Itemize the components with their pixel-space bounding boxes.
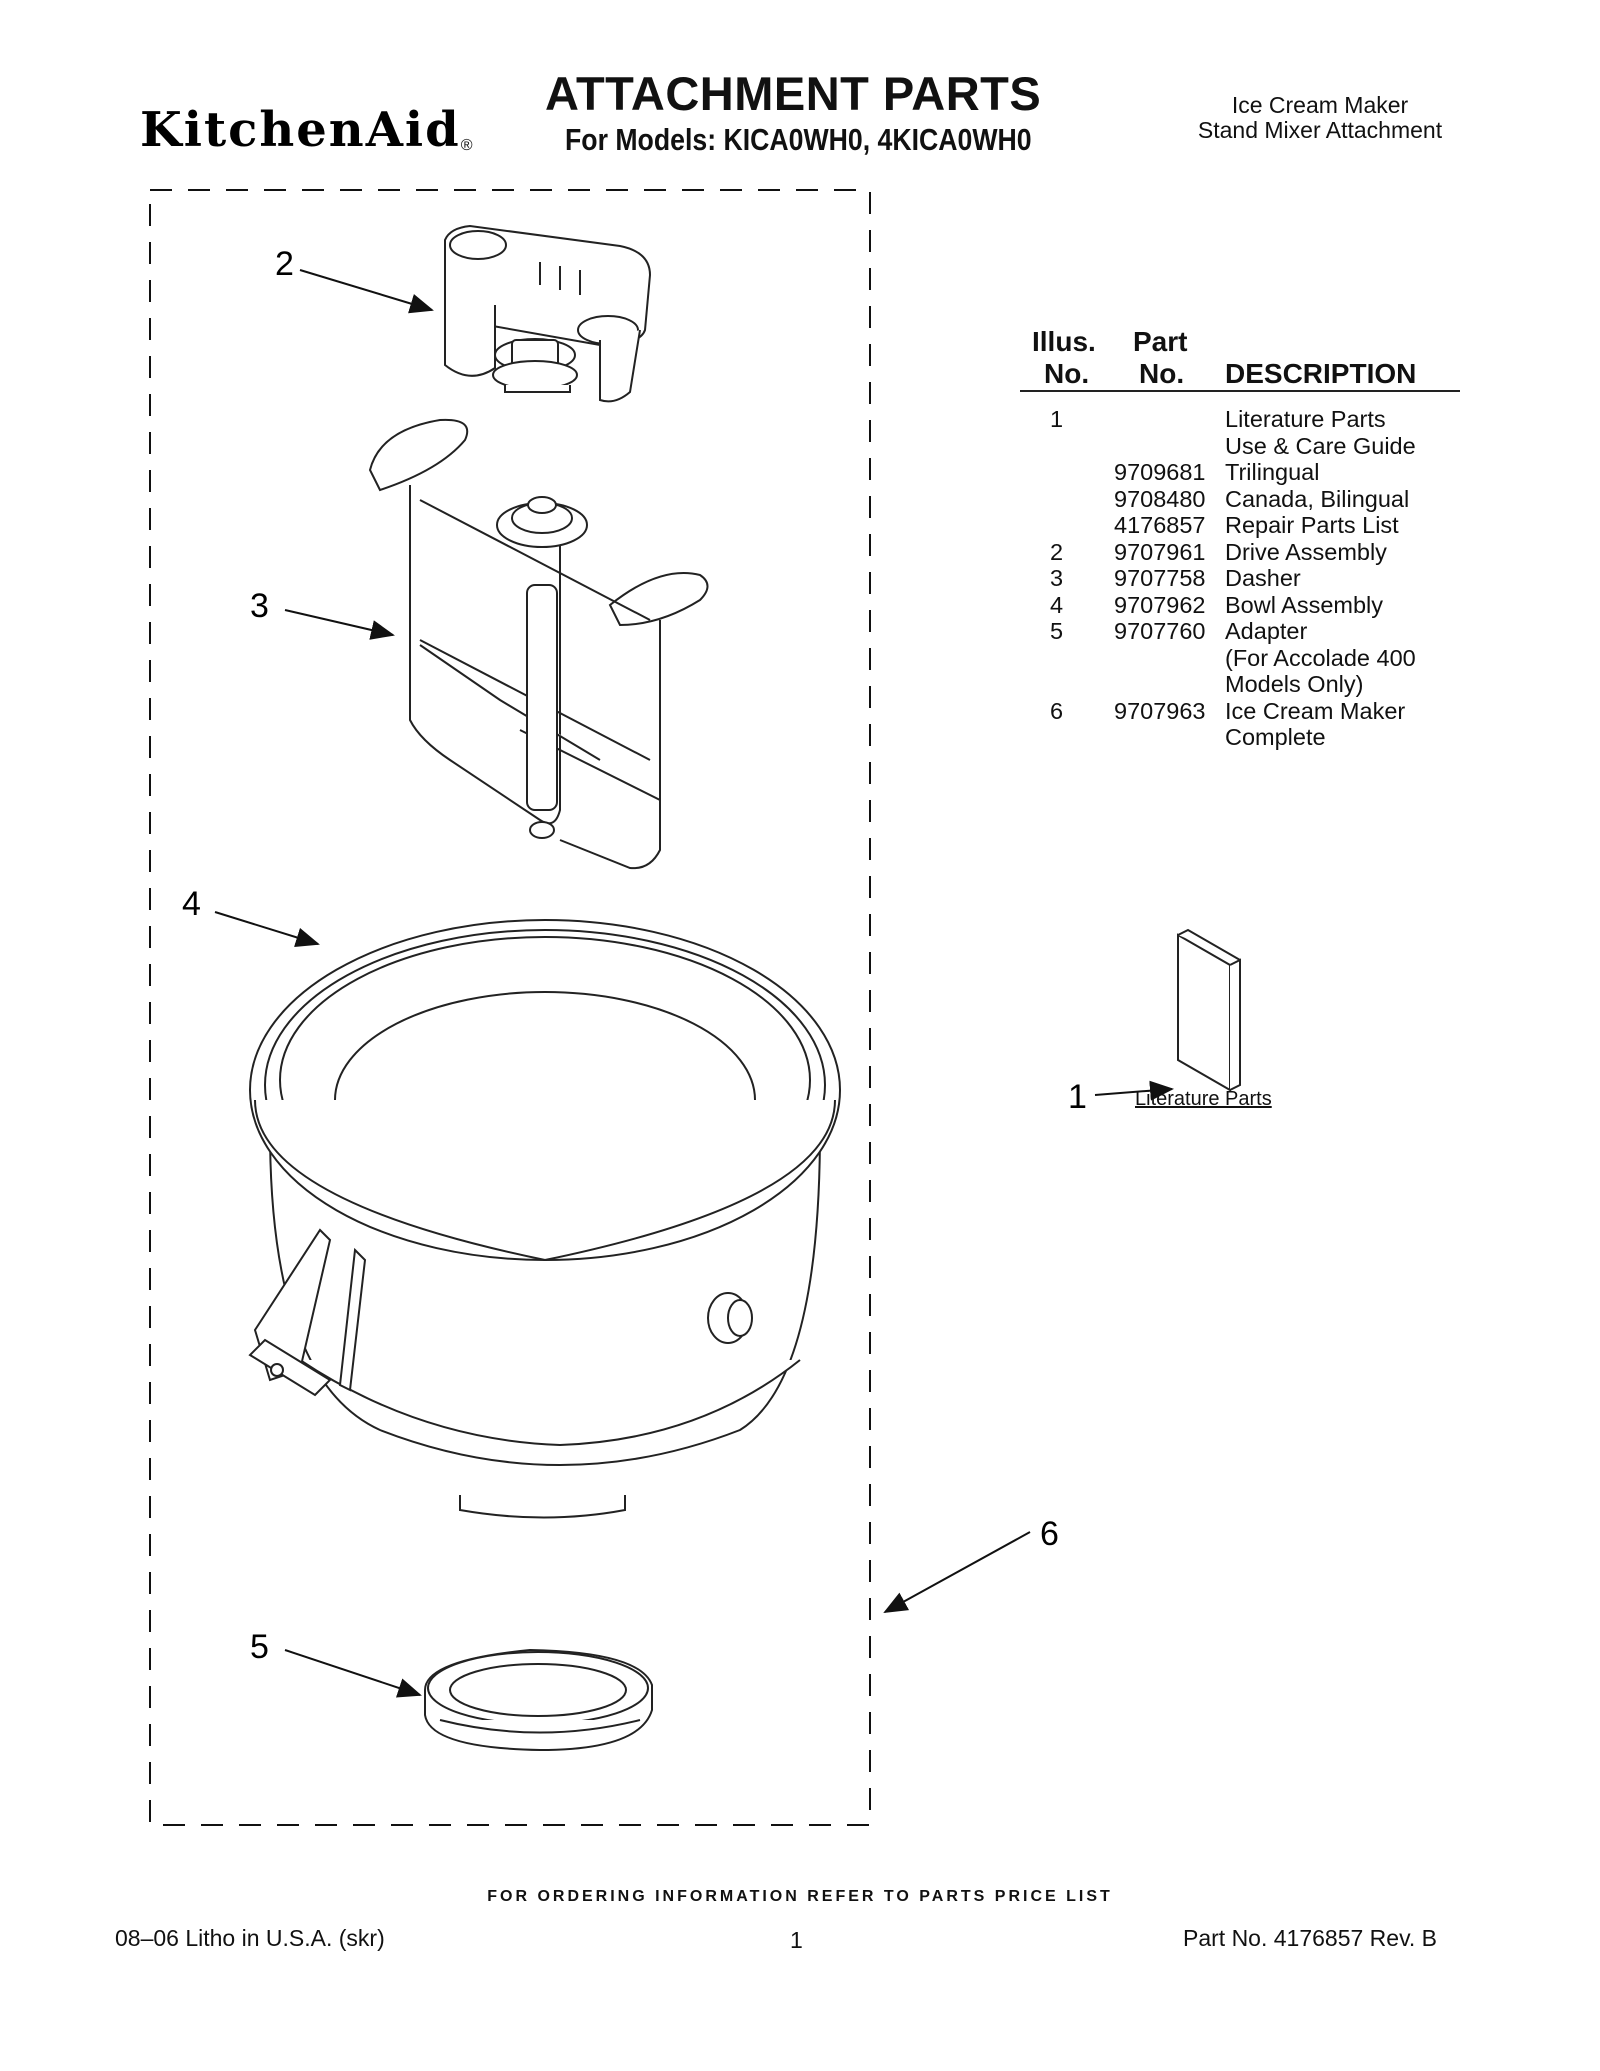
part-description: Complete — [1225, 724, 1326, 750]
parts-table-header: Illus. No. Part No. DESCRIPTION — [1020, 320, 1460, 392]
literature-booklet-drawing — [1177, 928, 1241, 1092]
part-description: Canada, Bilingual — [1225, 485, 1410, 512]
table-row: 5 9707760 Adapter — [1020, 618, 1460, 645]
part-description: Dasher — [1225, 565, 1301, 591]
ordering-info: FOR ORDERING INFORMATION REFER TO PARTS … — [487, 1888, 1113, 1905]
parts-table: Illus. No. Part No. DESCRIPTION 1 Literat… — [1020, 320, 1460, 751]
part-description: Use & Care Guide — [1225, 432, 1416, 459]
header-description: DESCRIPTION — [1225, 358, 1417, 389]
table-row: Complete — [1020, 724, 1460, 751]
litho-note: 08–06 Litho in U.S.A. (skr) — [115, 1925, 385, 1951]
part-description: (For Accolade 400 — [1225, 644, 1416, 671]
part-no: 9707962 — [1114, 591, 1206, 618]
header-illus-line2: No. — [1044, 358, 1090, 389]
callout-5: 5 — [250, 1628, 269, 1666]
bowl-assembly-drawing — [248, 919, 841, 1519]
part-description: Bowl Assembly — [1225, 591, 1384, 618]
part-no: 9707963 — [1114, 697, 1206, 724]
illus-no: 4 — [1050, 591, 1064, 618]
brand-wordmark: KitchenAid — [140, 102, 461, 158]
assembly-boundary — [149, 189, 871, 1826]
part-description: Repair Parts List — [1225, 512, 1399, 538]
table-row: 4176857 Repair Parts List — [1020, 512, 1460, 539]
callout-leaders — [214, 269, 1174, 1698]
models-subtitle: For Models: KICA0WH0, 4KICA0WH0 — [565, 122, 1032, 157]
registered-mark-icon: ® — [460, 137, 473, 154]
page-title: ATTACHMENT PARTS — [545, 67, 1042, 120]
callout-4: 4 — [182, 885, 201, 923]
dasher-drawing — [368, 418, 709, 870]
table-row: 6 9707963 Ice Cream Maker — [1020, 698, 1460, 725]
part-no: 9707758 — [1114, 565, 1206, 591]
part-description: Models Only) — [1225, 671, 1364, 697]
callout-3: 3 — [250, 587, 269, 625]
table-row: Use & Care Guide — [1020, 433, 1460, 460]
table-row: (For Accolade 400 — [1020, 645, 1460, 672]
illus-no: 6 — [1050, 697, 1064, 724]
table-row: 9708480 Canada, Bilingual — [1020, 486, 1460, 513]
kitchenaid-logo: KitchenAid® — [140, 105, 520, 155]
header-part-line1: Part — [1133, 326, 1188, 357]
part-description: Literature Parts — [1225, 406, 1386, 432]
table-row: 3 9707758 Dasher — [1020, 565, 1460, 592]
part-description: Adapter — [1225, 618, 1308, 644]
illus-no: 5 — [1050, 618, 1064, 644]
callout-2: 2 — [275, 245, 294, 283]
part-no: 9707961 — [1114, 538, 1206, 565]
part-no: 9707760 — [1114, 618, 1206, 644]
header-illus-line1: Illus. — [1032, 326, 1096, 357]
part-description: Drive Assembly — [1225, 538, 1387, 565]
part-description: Ice Cream Maker — [1225, 697, 1406, 724]
callout-1: 1 — [1068, 1078, 1087, 1116]
product-line-2: Stand Mixer Attachment — [1197, 117, 1443, 143]
drive-assembly-drawing — [444, 224, 652, 403]
illus-no: 2 — [1050, 538, 1064, 565]
product-line-1: Ice Cream Maker — [1231, 92, 1409, 118]
part-no: 4176857 — [1114, 512, 1206, 538]
callout-6: 6 — [1040, 1515, 1059, 1553]
part-description: Trilingual — [1225, 459, 1320, 485]
header-part-line2: No. — [1139, 358, 1185, 389]
table-row: 9709681 Trilingual — [1020, 459, 1460, 486]
table-row: 2 9707961 Drive Assembly — [1020, 539, 1460, 566]
literature-parts-caption: Literature Parts — [1135, 1088, 1272, 1110]
table-row: Models Only) — [1020, 671, 1460, 698]
part-no: 9709681 — [1114, 459, 1206, 485]
part-no: 9708480 — [1114, 485, 1206, 512]
page-number: 1 — [790, 1927, 803, 1953]
adapter-drawing — [424, 1648, 653, 1752]
table-row: 4 9707962 Bowl Assembly — [1020, 592, 1460, 619]
illus-no: 1 — [1050, 406, 1064, 432]
illus-no: 3 — [1050, 565, 1064, 591]
document-part-number: Part No. 4176857 Rev. B — [1183, 1925, 1437, 1951]
table-row: 1 Literature Parts — [1020, 406, 1460, 433]
